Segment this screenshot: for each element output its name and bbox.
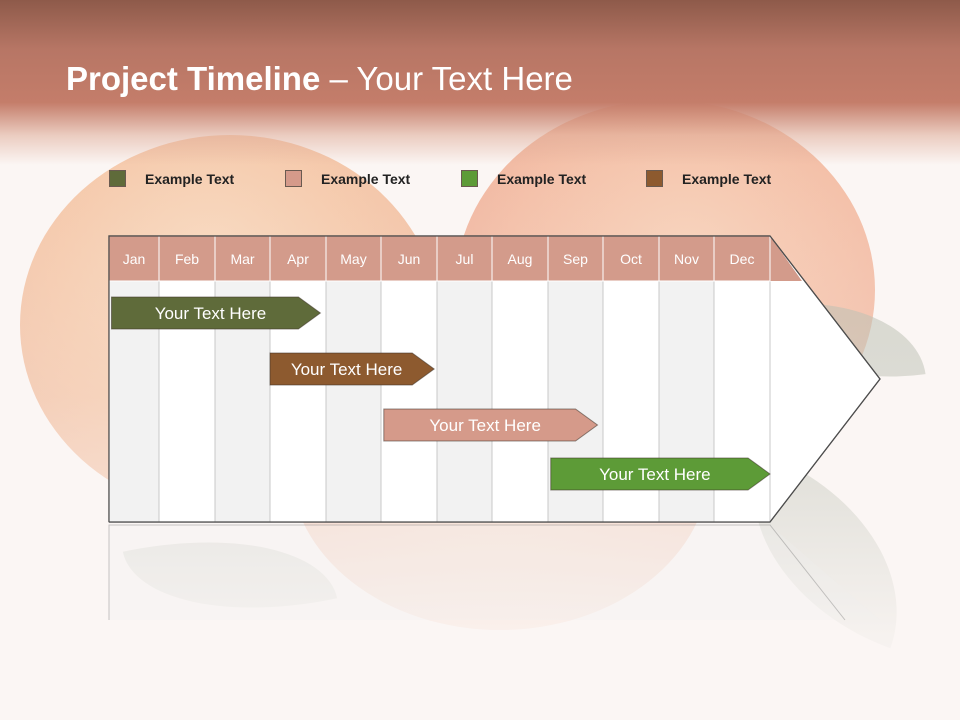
legend-label-4: Example Text: [682, 170, 772, 187]
month-label-aug: Aug: [508, 251, 533, 267]
month-header-nov: [658, 235, 715, 282]
task-label-3: Your Text Here: [429, 416, 541, 435]
legend-swatch-3: [461, 170, 478, 187]
month-column-may: [325, 280, 382, 523]
month-column-jun: [380, 280, 438, 523]
month-label-dec: Dec: [730, 251, 755, 267]
month-header-dec: [713, 235, 771, 282]
task-bar-2: [269, 352, 436, 386]
task-bar-3: [383, 408, 599, 442]
legend-swatch-2: [285, 170, 302, 187]
month-label-apr: Apr: [287, 251, 309, 267]
month-header-jan: [108, 235, 160, 282]
legend-item-2[interactable]: Example Text: [285, 170, 410, 187]
timeline-arrow-outline: [108, 235, 881, 523]
month-label-jun: Jun: [398, 251, 421, 267]
task-label-4: Your Text Here: [599, 465, 711, 484]
month-header-jul: [436, 235, 493, 282]
timeline-reflection: [109, 525, 880, 620]
title-bold-part: Project Timeline: [66, 60, 321, 97]
month-label-may: May: [340, 251, 366, 267]
month-header-oct: [602, 235, 660, 282]
month-label-jan: Jan: [123, 251, 146, 267]
month-label-jul: Jul: [456, 251, 474, 267]
legend-swatch-1: [109, 170, 126, 187]
slide-title[interactable]: Project Timeline – Your Text Here: [66, 60, 573, 98]
legend-label-2: Example Text: [321, 170, 411, 187]
legend-item-4[interactable]: Example Text: [646, 170, 771, 187]
month-header-jun: [380, 235, 438, 282]
legend-label-3: Example Text: [497, 170, 587, 187]
legend-swatch-4: [646, 170, 663, 187]
legend-label-1: Example Text: [145, 170, 235, 187]
task-bar-1: [111, 296, 322, 330]
month-label-mar: Mar: [230, 251, 254, 267]
month-label-sep: Sep: [563, 251, 588, 267]
task-label-1: Your Text Here: [155, 304, 267, 323]
month-column-jul: [436, 280, 493, 523]
task-label-2: Your Text Here: [291, 360, 403, 379]
title-rest-part: – Your Text Here: [320, 60, 573, 97]
month-label-nov: Nov: [674, 251, 699, 267]
month-header-sep: [547, 235, 604, 282]
legend-item-1[interactable]: Example Text: [109, 170, 234, 187]
task-bar-4: [550, 457, 771, 491]
title-band: [0, 0, 960, 165]
month-column-aug: [491, 280, 549, 523]
month-header-may: [325, 235, 382, 282]
month-header-apr: [269, 235, 327, 282]
legend-item-3[interactable]: Example Text: [461, 170, 586, 187]
month-label-oct: Oct: [620, 251, 642, 267]
reflection-outline: [108, 524, 846, 621]
month-label-feb: Feb: [175, 251, 199, 267]
